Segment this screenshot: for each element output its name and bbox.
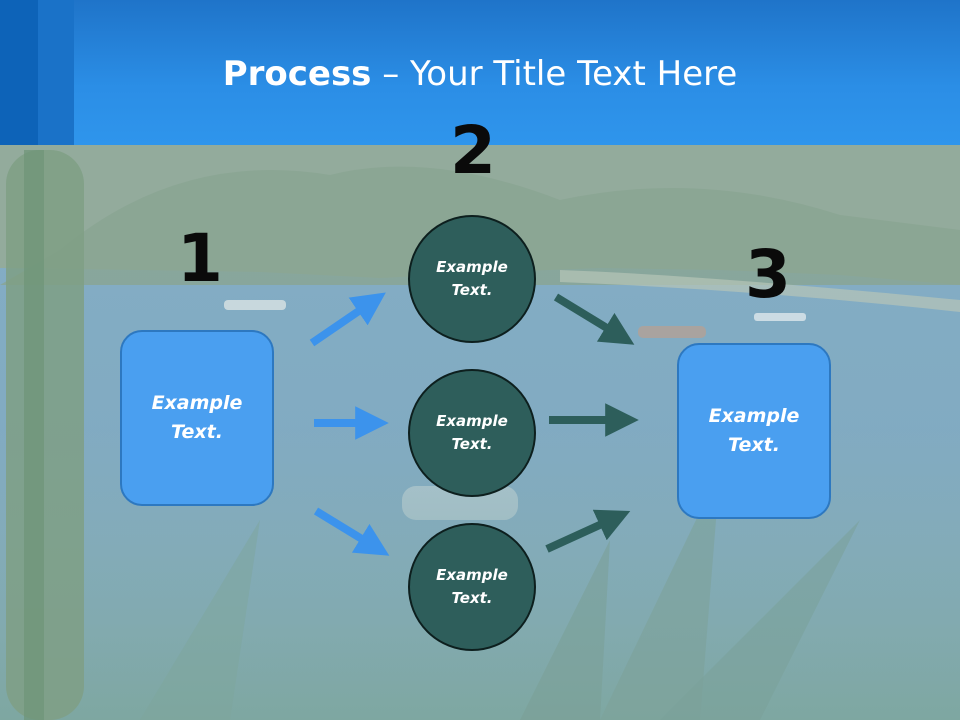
circle-bottom: Example Text. bbox=[408, 523, 536, 651]
circle-middle: Example Text. bbox=[408, 369, 536, 497]
step-number-1: 1 bbox=[177, 220, 223, 297]
arrow-to-circle-bottom bbox=[313, 507, 390, 556]
step-number-3: 3 bbox=[745, 236, 791, 313]
arrow-to-circle-top bbox=[309, 292, 386, 347]
header-band bbox=[0, 0, 960, 145]
title-bold: Process bbox=[222, 54, 372, 94]
header-accent-strip bbox=[38, 0, 74, 145]
circle-top: Example Text. bbox=[408, 215, 536, 343]
circle-top-label: Example Text. bbox=[436, 258, 508, 299]
slide-title: Process – Your Title Text Here bbox=[0, 52, 960, 96]
right-box: Example Text. bbox=[677, 343, 831, 519]
arrow-from-circle-bottom bbox=[545, 509, 631, 553]
title-rest: – Your Title Text Here bbox=[371, 54, 738, 94]
step-number-2: 2 bbox=[450, 112, 496, 189]
circle-bottom-label: Example Text. bbox=[436, 566, 508, 607]
header-accent-strip bbox=[0, 0, 38, 145]
left-box-label: Example Text. bbox=[151, 392, 243, 443]
right-box-label: Example Text. bbox=[708, 405, 800, 456]
arrow-from-circle-top bbox=[553, 293, 635, 345]
circle-middle-label: Example Text. bbox=[436, 412, 508, 453]
left-box: Example Text. bbox=[120, 330, 274, 506]
